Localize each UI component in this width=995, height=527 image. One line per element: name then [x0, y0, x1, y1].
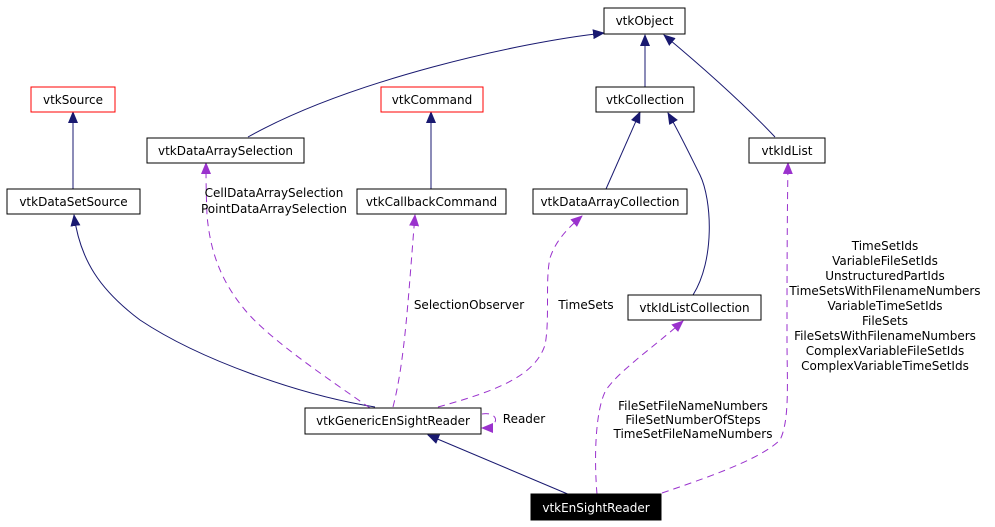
node-label: vtkIdList	[762, 144, 813, 158]
label-complex-variable-file-set-ids: ComplexVariableFileSetIds	[806, 344, 964, 358]
edge-generic-self-reader	[481, 413, 496, 433]
label-file-set-number-of-steps: FileSetNumberOfSteps	[625, 413, 760, 427]
node-label: vtkDataArraySelection	[158, 144, 293, 158]
node-label: vtkCallbackCommand	[366, 195, 497, 209]
edge-generic-uses-dataarraycollection	[437, 215, 583, 408]
label-variable-time-set-ids: VariableTimeSetIds	[827, 299, 942, 313]
edge-idlist-to-object	[663, 34, 776, 138]
edge-generic-uses-callbackcommand	[392, 214, 420, 408]
label-file-set-file-name-numbers: FileSetFileNameNumbers	[618, 399, 768, 413]
node-label: vtkCommand	[392, 93, 472, 107]
node-label: vtkDataSetSource	[19, 195, 127, 209]
node-label: vtkGenericEnSightReader	[316, 414, 470, 428]
node-vtkdataarraycollection[interactable]: vtkDataArrayCollection	[532, 188, 688, 215]
node-label: vtkIdListCollection	[639, 301, 749, 315]
node-label: vtkSource	[43, 93, 103, 107]
label-file-sets-with-filename-numbers: FileSetsWithFilenameNumbers	[794, 329, 976, 343]
node-label: vtkObject	[616, 14, 674, 28]
node-vtkobject[interactable]: vtkObject	[603, 7, 686, 35]
node-vtkidlistcollection[interactable]: vtkIdListCollection	[627, 294, 762, 321]
label-variable-file-set-ids: VariableFileSetIds	[832, 254, 938, 268]
edge-dataarrayselection-to-object	[247, 29, 605, 138]
edge-ensight-uses-idlistcollection	[595, 320, 684, 495]
node-vtkcallbackcommand[interactable]: vtkCallbackCommand	[356, 188, 507, 215]
node-vtkensightreader[interactable]: vtkEnSightReader	[530, 493, 662, 521]
edge-labels: CellDataArraySelection PointDataArraySel…	[201, 186, 773, 441]
node-vtkgenericensightreader[interactable]: vtkGenericEnSightReader	[304, 407, 482, 435]
label-time-sets-with-filename-numbers: TimeSetsWithFilenameNumbers	[788, 284, 980, 298]
label-point-data-array-selection: PointDataArraySelection	[201, 202, 347, 216]
edge-idlistcollection-to-collection	[667, 112, 710, 296]
label-time-set-ids: TimeSetIds	[851, 239, 918, 253]
label-file-sets: FileSets	[862, 314, 908, 328]
node-label: vtkDataArrayCollection	[540, 195, 679, 209]
label-unstructured-part-ids: UnstructuredPartIds	[825, 269, 945, 283]
node-vtkdataarrayselection[interactable]: vtkDataArraySelection	[146, 137, 305, 164]
inheritance-edges	[68, 29, 776, 496]
node-label: vtkEnSightReader	[542, 501, 649, 515]
edge-generic-to-datasetsource	[70, 214, 376, 408]
edge-dataarraycollection-to-collection	[605, 111, 641, 190]
node-vtksource[interactable]: vtkSource	[30, 86, 116, 113]
node-label: vtkCollection	[606, 93, 684, 107]
label-reader: Reader	[503, 412, 546, 426]
label-selection-observer: SelectionObserver	[414, 298, 524, 312]
edge-ensight-to-generic	[427, 434, 571, 496]
node-vtkcollection[interactable]: vtkCollection	[595, 86, 695, 113]
label-complex-variable-time-set-ids: ComplexVariableTimeSetIds	[801, 359, 969, 373]
node-vtkcommand[interactable]: vtkCommand	[380, 86, 484, 113]
edge-ensight-uses-idlist	[661, 162, 793, 494]
label-time-sets: TimeSets	[557, 298, 613, 312]
node-vtkidlist[interactable]: vtkIdList	[748, 137, 826, 164]
idlist-member-labels: TimeSetIds VariableFileSetIds Unstructur…	[788, 239, 980, 373]
label-time-set-file-name-numbers: TimeSetFileNameNumbers	[612, 427, 772, 441]
node-vtkdatasetsource[interactable]: vtkDataSetSource	[6, 188, 141, 215]
member-edges	[201, 162, 793, 495]
label-cell-data-array-selection: CellDataArraySelection	[205, 186, 344, 200]
